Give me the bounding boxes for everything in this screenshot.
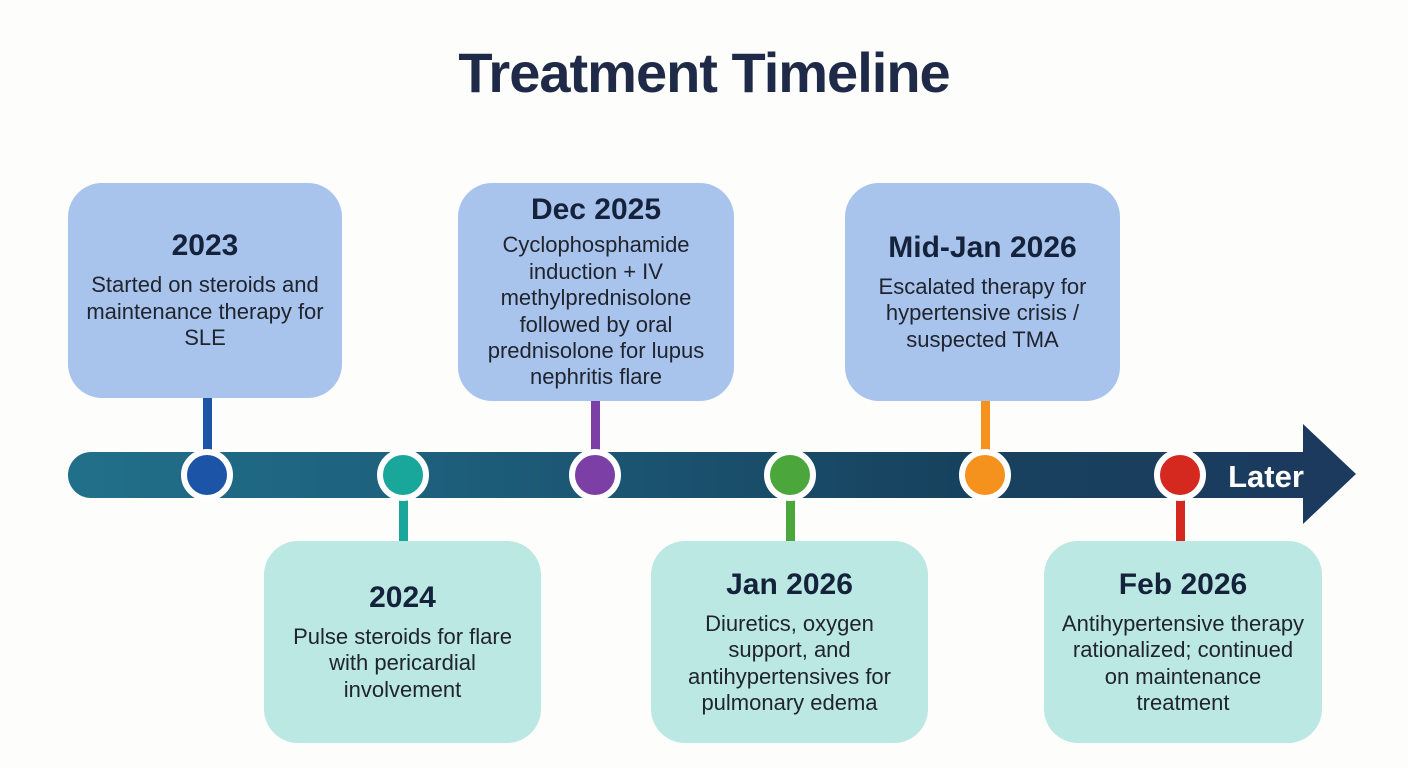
event-description: Escalated therapy for hypertensive crisi… [878, 273, 1087, 352]
event-date: Dec 2025 [530, 193, 662, 227]
later-label: Later [1228, 459, 1304, 494]
timeline-node-dec-2025 [569, 449, 621, 501]
connector-feb-2026 [1176, 474, 1185, 545]
event-date: Mid-Jan 2026 [888, 230, 1077, 264]
event-date: 2023 [171, 229, 239, 263]
timeline-node-2023 [181, 449, 233, 501]
event-box-feb-2026: Feb 2026 Antihypertensive therapy ration… [1044, 541, 1322, 743]
event-box-mid-jan-2026: Mid-Jan 2026 Escalated therapy for hyper… [845, 183, 1120, 401]
event-date: Feb 2026 [1118, 567, 1248, 601]
timeline-node-feb-2026 [1154, 449, 1206, 501]
event-date: Jan 2026 [726, 567, 853, 601]
connector-dec-2025 [591, 396, 600, 464]
event-description: Cyclophosphamide induction + IV methylpr… [487, 232, 705, 390]
connector-jan-2026 [786, 474, 795, 545]
event-box-2023: 2023 Started on steroids and maintenance… [68, 183, 342, 398]
connector-2024 [399, 474, 408, 545]
page-title: Treatment Timeline [458, 41, 950, 104]
timeline-bar [68, 452, 1305, 498]
event-description: Antihypertensive therapy rationalized; c… [1061, 610, 1305, 715]
timeline-node-2024 [377, 449, 429, 501]
connector-mid-jan-2026 [981, 396, 990, 464]
timeline-arrowhead-icon [1303, 424, 1356, 524]
event-box-jan-2026: Jan 2026 Diuretics, oxygen support, and … [651, 541, 928, 743]
timeline-node-jan-2026 [764, 449, 816, 501]
timeline-node-mid-jan-2026 [959, 449, 1011, 501]
event-box-2024: 2024 Pulse steroids for flare with peric… [264, 541, 541, 743]
event-description: Diuretics, oxygen support, and antihyper… [688, 610, 891, 715]
event-date: 2024 [369, 580, 436, 614]
event-description: Pulse steroids for flare with pericardia… [293, 623, 512, 702]
connector-2023 [203, 394, 212, 464]
event-description: Started on steroids and maintenance ther… [86, 272, 324, 351]
event-box-dec-2025: Dec 2025 Cyclophosphamide induction + IV… [458, 183, 734, 401]
